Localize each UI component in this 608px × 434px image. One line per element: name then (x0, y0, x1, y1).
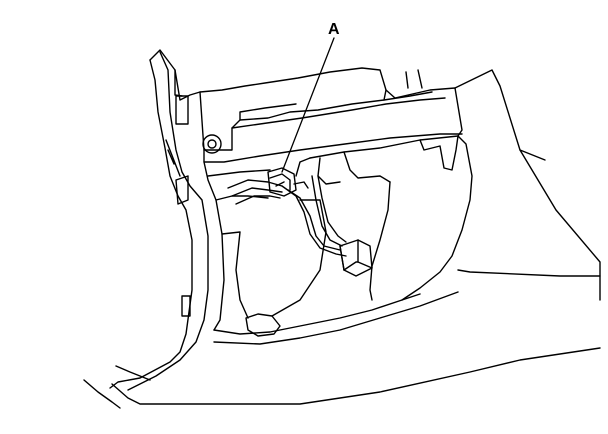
callout-a: A (281, 21, 340, 173)
callout-a-label: A (328, 21, 340, 38)
lower-panel-frame (203, 161, 459, 345)
wire-harness (227, 175, 347, 257)
left-side-panel (83, 51, 601, 409)
connector-block (339, 239, 373, 277)
dashboard-outline (454, 69, 601, 301)
callout-a-leader (281, 37, 335, 173)
upper-dash-structure (149, 49, 463, 163)
glove-box (295, 135, 473, 301)
switch-component-a (267, 167, 309, 197)
